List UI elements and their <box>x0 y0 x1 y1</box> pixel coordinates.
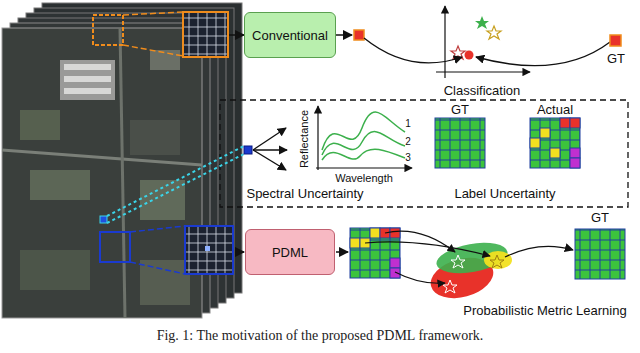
figure-caption: Fig. 1: The motivation of the proposed P… <box>157 328 484 344</box>
gt-label: GT <box>451 103 469 117</box>
output-grid <box>350 228 400 278</box>
patch-outline <box>93 15 123 45</box>
callout-number: 3 <box>405 152 411 163</box>
patch-grid <box>185 226 233 274</box>
patch-outline <box>100 232 130 262</box>
callout-number: 1 <box>405 118 411 129</box>
actual-grid <box>530 118 580 168</box>
panel-label: Probabilistic Metric Learning <box>463 304 626 318</box>
grid-label: Actual <box>537 103 573 117</box>
process-box: PDML <box>245 229 335 275</box>
gt-label: GT <box>607 52 625 66</box>
image-cube <box>2 3 242 318</box>
panel-label: Label Uncertainty <box>454 187 555 201</box>
axis-label: Reflectance <box>298 110 310 168</box>
node-text: PDML <box>272 245 308 260</box>
patch-grid <box>183 12 228 57</box>
gt-square <box>610 35 621 46</box>
feature-square <box>354 30 364 40</box>
uncertainty-panel <box>220 100 628 207</box>
star <box>475 16 489 29</box>
gt-label: GT <box>591 211 609 225</box>
process-box: Conventional <box>244 12 336 58</box>
panel-label: Spectral Uncertainty <box>246 187 363 201</box>
node-text: Conventional <box>252 28 328 43</box>
gt-grid <box>575 229 625 279</box>
axis-label: Wavelength <box>335 172 393 184</box>
gt-grid <box>435 118 485 168</box>
pixel <box>244 146 252 154</box>
axis-caption: Classification <box>444 84 521 98</box>
callout-number: 2 <box>405 136 411 147</box>
